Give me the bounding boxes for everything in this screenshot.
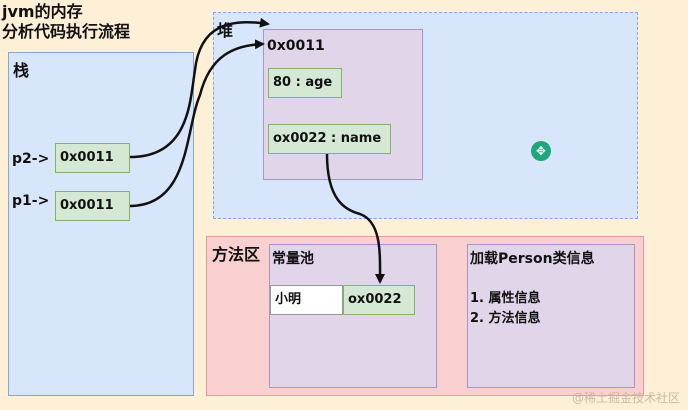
watermark: @稀土掘金技术社区 (571, 391, 680, 405)
stack-var-p1-value: 0x0011 (55, 191, 130, 221)
stack-var-p2-name: p2-> (12, 151, 50, 167)
constant-pool-label: 常量池 (272, 251, 314, 267)
heap-object-address: 0x0011 (267, 38, 325, 54)
class-info-item-2: 2. 方法信息 (470, 311, 541, 326)
heap-field-name: ox0022 : name (268, 124, 391, 154)
stack-var-p2-value: 0x0011 (55, 143, 130, 173)
class-info-box (467, 244, 635, 388)
constant-pool-string-address: ox0022 (343, 285, 415, 315)
heap-field-age: 80 : age (268, 68, 342, 98)
move-handle-icon[interactable]: ✥ (531, 141, 551, 161)
name-reference-arrow (325, 153, 386, 284)
constant-pool (269, 244, 437, 388)
constant-pool-string-value: 小明 (270, 285, 343, 315)
diagram-title: jvm的内存 分析代码执行流程 (2, 2, 131, 41)
stack-region (8, 52, 194, 396)
class-info-label: 加载Person类信息 (470, 251, 595, 267)
class-info-item-1: 1. 属性信息 (470, 291, 541, 306)
p2-reference-arrow (129, 17, 270, 159)
heap-object (263, 29, 423, 180)
method-area-label: 方法区 (212, 245, 261, 264)
p1-reference-arrow (129, 39, 265, 208)
stack-label: 栈 (13, 61, 30, 80)
stack-var-p1-name: p1-> (12, 193, 50, 209)
